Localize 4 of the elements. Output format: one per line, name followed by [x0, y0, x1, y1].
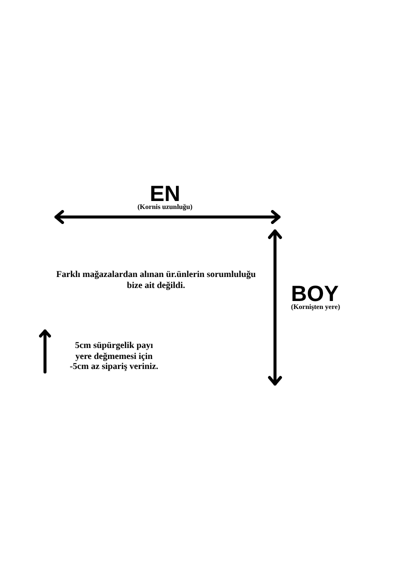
notice-text: Farklı mağazalardan alınan ür.ünlerin sorumluluğu bize ait değildi. — [55, 269, 257, 291]
dimension-label: BOY — [291, 283, 339, 305]
dimension-label: EN — [150, 183, 180, 205]
note-text: 5cm süpürgelik payı yere değmemesi için -5cm az sipariş veriniz. — [68, 340, 160, 372]
